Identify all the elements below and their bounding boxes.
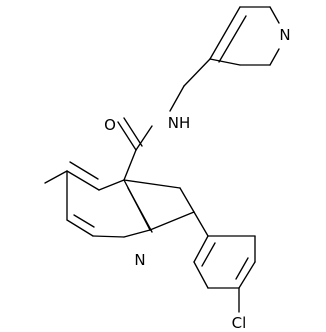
pyridine-nitrogen-label: N — [279, 26, 290, 44]
quinoline-ring — [44, 149, 195, 238]
chlorophenyl-ring — [193, 211, 256, 313]
bond — [193, 261, 209, 289]
bond — [127, 187, 153, 233]
bond — [69, 161, 99, 180]
bond — [209, 58, 241, 66]
bond — [66, 170, 100, 191]
bond — [123, 179, 181, 189]
bond — [98, 179, 125, 191]
bond — [193, 235, 209, 263]
bond — [117, 121, 137, 151]
bond — [193, 211, 209, 237]
bond — [73, 214, 95, 228]
bond — [179, 187, 195, 213]
bond — [218, 15, 247, 63]
quinoline-nitrogen-label: N — [134, 251, 145, 269]
bond — [183, 58, 211, 87]
amide-nh-label: NH — [168, 114, 191, 132]
bond — [123, 229, 151, 238]
pyridine-ring — [209, 6, 280, 66]
bond — [66, 219, 94, 237]
bond — [238, 261, 256, 289]
bond — [235, 257, 249, 280]
bond — [201, 242, 216, 267]
bond — [92, 235, 125, 238]
bond — [149, 211, 195, 231]
chlorine-label: Cl — [232, 314, 247, 332]
bond — [135, 125, 153, 151]
bond — [269, 48, 280, 66]
carbonyl-oxygen-label: O — [104, 116, 116, 134]
bond — [269, 6, 280, 24]
bond — [209, 6, 241, 60]
bond — [123, 149, 137, 181]
bond — [169, 85, 185, 112]
bond — [123, 117, 143, 147]
bond — [44, 170, 68, 184]
amide-linker — [117, 58, 211, 151]
